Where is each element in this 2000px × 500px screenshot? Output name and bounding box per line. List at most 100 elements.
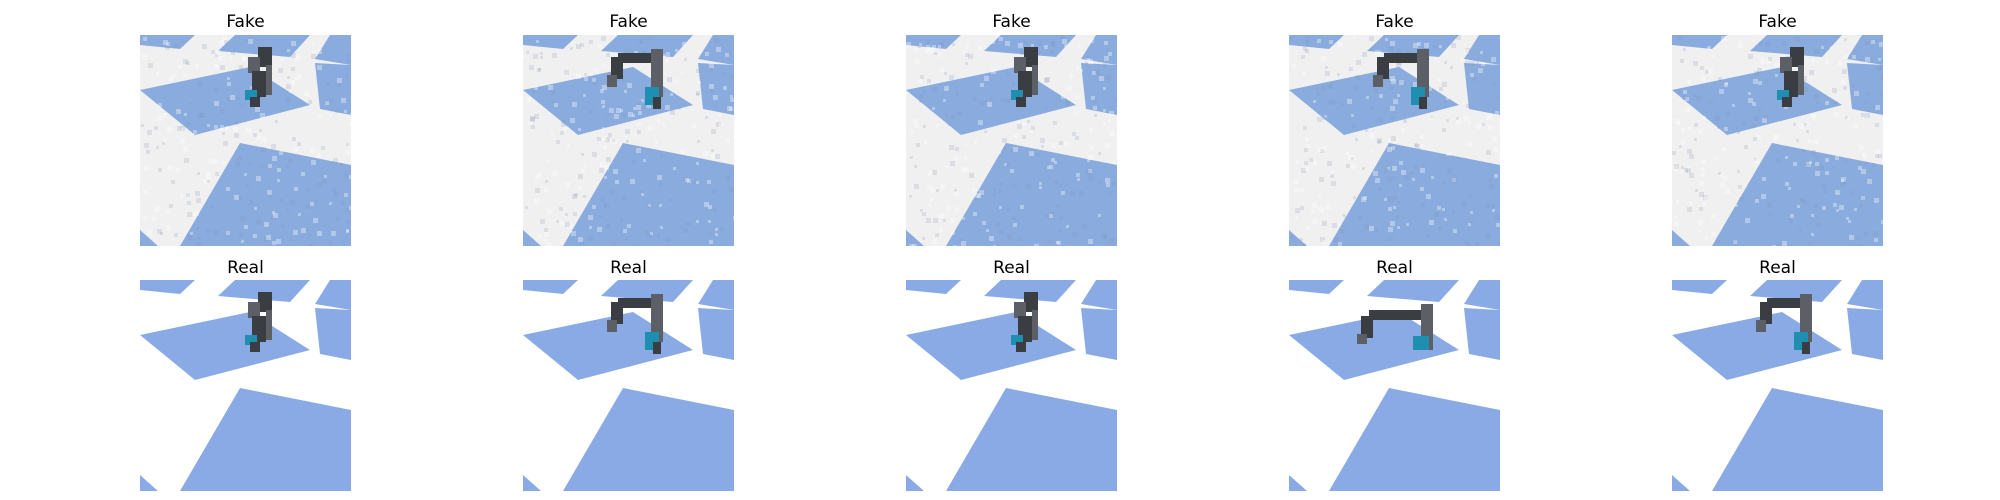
noise-pixel bbox=[1086, 58, 1090, 62]
noise-pixel bbox=[1446, 119, 1449, 122]
noise-pixel bbox=[1088, 59, 1093, 64]
noise-pixel bbox=[266, 235, 271, 240]
noise-pixel bbox=[984, 76, 989, 81]
noise-pixel bbox=[1709, 101, 1713, 105]
noise-pixel bbox=[1768, 213, 1771, 216]
noise-pixel bbox=[1303, 47, 1307, 51]
noise-pixel bbox=[347, 59, 351, 63]
noise-pixel bbox=[1414, 165, 1418, 169]
noise-pixel bbox=[943, 99, 946, 102]
noise-pixel bbox=[605, 204, 609, 208]
noise-pixel bbox=[1293, 179, 1298, 184]
noise-pixel bbox=[698, 50, 701, 53]
noise-pixel bbox=[1306, 40, 1309, 43]
noise-pixel bbox=[1689, 201, 1693, 205]
noise-pixel bbox=[349, 122, 351, 127]
noise-pixel bbox=[1305, 167, 1309, 171]
noise-pixel bbox=[1754, 158, 1757, 161]
noise-pixel bbox=[1842, 69, 1847, 74]
noise-pixel bbox=[1341, 216, 1344, 219]
floor-tile bbox=[1464, 308, 1500, 360]
noise-pixel bbox=[144, 143, 149, 148]
noise-pixel bbox=[552, 53, 557, 58]
noise-pixel bbox=[239, 65, 243, 69]
noise-pixel bbox=[1005, 41, 1010, 46]
noise-pixel bbox=[1482, 123, 1485, 126]
noise-pixel bbox=[1681, 166, 1684, 169]
noise-pixel bbox=[682, 42, 686, 46]
noise-pixel bbox=[337, 83, 341, 87]
noise-pixel bbox=[560, 131, 564, 135]
noise-pixel bbox=[1758, 108, 1761, 111]
noise-pixel bbox=[1323, 146, 1327, 150]
noise-pixel bbox=[178, 65, 182, 69]
noise-pixel bbox=[627, 224, 631, 228]
noise-pixel bbox=[969, 173, 974, 178]
noise-pixel bbox=[297, 74, 302, 79]
noise-pixel bbox=[696, 69, 700, 73]
noise-pixel bbox=[231, 51, 235, 55]
noise-pixel bbox=[982, 221, 986, 225]
noise-pixel bbox=[1351, 114, 1354, 117]
noise-pixel bbox=[1876, 66, 1881, 71]
noise-pixel bbox=[1493, 147, 1498, 152]
noise-pixel bbox=[1099, 181, 1102, 184]
noise-pixel bbox=[196, 198, 201, 203]
noise-pixel bbox=[1805, 122, 1809, 126]
noise-pixel bbox=[584, 165, 587, 168]
noise-pixel bbox=[294, 187, 298, 191]
noise-pixel bbox=[1833, 203, 1837, 207]
noise-pixel bbox=[1687, 80, 1691, 84]
noise-pixel bbox=[1050, 51, 1053, 54]
noise-pixel bbox=[248, 163, 251, 166]
noise-pixel bbox=[1103, 109, 1106, 112]
noise-pixel bbox=[616, 108, 621, 113]
noise-pixel bbox=[169, 204, 173, 208]
noise-pixel bbox=[1685, 97, 1689, 101]
noise-pixel bbox=[215, 54, 218, 57]
noise-pixel bbox=[600, 89, 604, 93]
noise-pixel bbox=[1077, 178, 1080, 181]
noise-pixel bbox=[1393, 196, 1397, 200]
noise-pixel bbox=[1708, 69, 1713, 74]
noise-pixel bbox=[177, 126, 182, 131]
noise-pixel bbox=[1373, 88, 1378, 93]
noise-pixel bbox=[1703, 195, 1708, 200]
noise-pixel bbox=[180, 128, 183, 131]
noise-pixel bbox=[207, 180, 210, 183]
robot-arm bbox=[1777, 47, 1804, 107]
noise-pixel bbox=[1082, 224, 1087, 229]
noise-pixel bbox=[1362, 52, 1367, 57]
noise-pixel bbox=[1467, 142, 1472, 147]
noise-pixel bbox=[1451, 43, 1456, 48]
noise-pixel bbox=[241, 240, 244, 243]
noise-pixel bbox=[1767, 203, 1772, 208]
noise-pixel bbox=[1808, 242, 1811, 245]
noise-pixel bbox=[1054, 161, 1057, 164]
noise-pixel bbox=[1816, 222, 1821, 227]
noise-pixel bbox=[1362, 167, 1365, 170]
noise-pixel bbox=[1762, 118, 1767, 123]
noise-pixel bbox=[561, 122, 566, 127]
noise-pixel bbox=[623, 229, 627, 233]
noise-pixel bbox=[1853, 124, 1858, 129]
noise-pixel bbox=[1110, 131, 1115, 136]
noise-pixel bbox=[225, 126, 229, 130]
noise-pixel bbox=[546, 242, 551, 246]
noise-pixel bbox=[914, 48, 918, 52]
noise-pixel bbox=[913, 119, 918, 124]
noise-pixel bbox=[1396, 49, 1401, 54]
noise-pixel bbox=[1104, 235, 1107, 238]
noise-pixel bbox=[1399, 80, 1404, 85]
noise-pixel bbox=[1355, 138, 1358, 141]
noise-pixel bbox=[1337, 73, 1340, 76]
noise-pixel bbox=[1067, 86, 1072, 91]
noise-pixel bbox=[1375, 50, 1380, 55]
noise-pixel bbox=[1047, 239, 1051, 243]
floor-tile bbox=[1672, 475, 1690, 491]
noise-pixel bbox=[929, 199, 932, 202]
noise-pixel bbox=[547, 209, 552, 214]
noise-pixel bbox=[1047, 166, 1050, 169]
noise-pixel bbox=[305, 204, 310, 209]
noise-pixel bbox=[1722, 147, 1726, 151]
